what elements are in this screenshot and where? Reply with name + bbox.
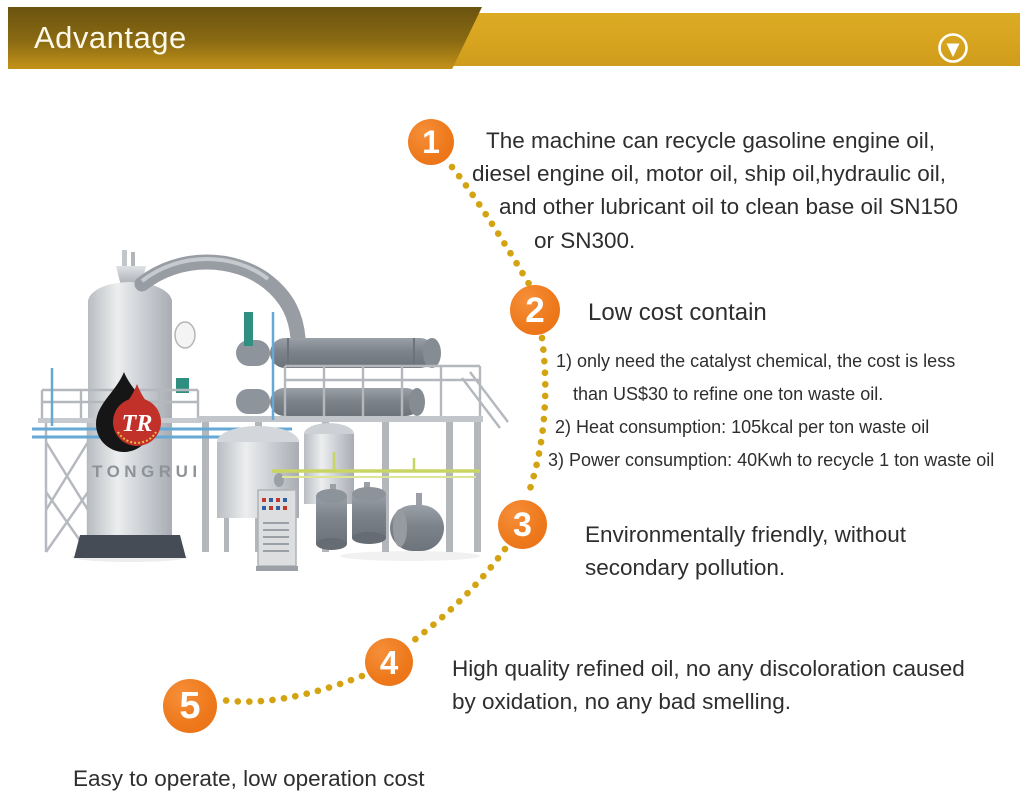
blue-pipes [32, 312, 292, 439]
advantage-3-line: Environmentally friendly, without [585, 522, 906, 547]
control-cabinet [256, 489, 298, 571]
advantage-1-line: or SN300. [534, 228, 636, 253]
storage-drums [316, 482, 444, 551]
advantage-1-line: The machine can recycle gasoline engine … [486, 128, 936, 153]
trail-2-3 [523, 334, 549, 502]
advantage-1-line: diesel engine oil, motor oil, ship oil,h… [472, 161, 946, 186]
platform-legs [202, 422, 481, 552]
advantage-2-line: than US$30 to refine one ton waste oil. [573, 384, 884, 404]
step-badge-4: 4 [365, 638, 413, 686]
page-title: Advantage [34, 20, 187, 55]
support-frame [44, 423, 90, 553]
advantage-5-line: Easy to operate, low operation cost [73, 766, 425, 791]
advantage-2-heading: Low cost contain [588, 299, 767, 326]
brand-name: TONGRUI [92, 462, 202, 481]
step-badge-5: 5 [163, 679, 217, 733]
step-badge-1: 1 [408, 119, 454, 165]
tr-logo: TR [96, 372, 161, 452]
overhead-pipe [134, 254, 306, 346]
reactor-vessel [217, 423, 354, 552]
machine-photo: TR TONGRUI [32, 250, 509, 571]
advantage-1-line: and other lubricant oil to clean base oi… [499, 194, 959, 219]
distillation-tower [74, 250, 196, 558]
advantage-2-line: 3) Power consumption: 40Kwh to recycle 1… [548, 450, 995, 470]
scroll-down-icon[interactable] [936, 31, 970, 65]
advantage-2-line: 1) only need the catalyst chemical, the … [556, 351, 956, 371]
advantage-4-line: by oxidation, no any bad smelling. [452, 689, 791, 714]
platform-railing [40, 364, 509, 429]
trail-3-4 [405, 545, 509, 648]
step-badge-3: 3 [498, 500, 547, 549]
logo-abbr: TR [122, 411, 153, 437]
condenser-tanks [236, 338, 441, 416]
advantage-4-line: High quality refined oil, no any discolo… [452, 656, 965, 681]
header-title-panel [8, 7, 482, 69]
advantage-2-line: 2) Heat consumption: 105kcal per ton was… [555, 417, 930, 437]
green-pipes [272, 452, 480, 478]
step-badge-2: 2 [510, 285, 560, 335]
advantage-3-line: secondary pollution. [585, 555, 786, 580]
trail-4-5 [218, 672, 366, 705]
